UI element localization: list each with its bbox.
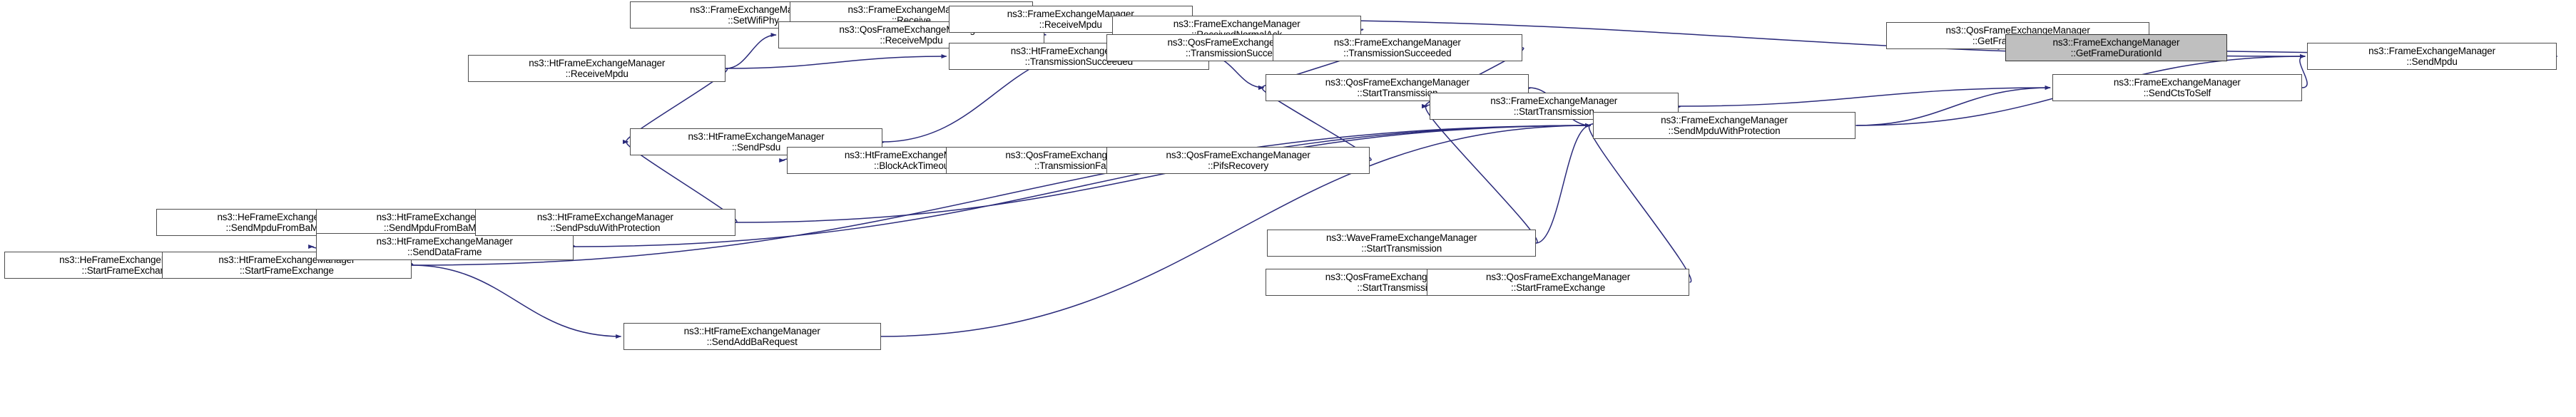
- node-class-label: ns3::HtFrameExchangeManager: [376, 235, 513, 247]
- graph-node-ht-frame-exchange-manager-send-data-frame[interactable]: ns3::HtFrameExchangeManager::SendDataFra…: [315, 233, 574, 260]
- graph-node-ht-frame-exchange-manager-send-add-ba-request[interactable]: ns3::HtFrameExchangeManager::SendAddBaRe…: [623, 323, 881, 350]
- graph-node-ht-frame-exchange-manager-send-psdu-with-protection[interactable]: ns3::HtFrameExchangeManager::SendPsduWit…: [474, 209, 735, 236]
- node-class-label: ns3::FrameExchangeManager: [690, 4, 818, 15]
- node-class-label: ns3::FrameExchangeManager: [1333, 36, 1461, 48]
- node-class-label: ns3::HtFrameExchangeManager: [683, 325, 820, 336]
- node-class-label: ns3::FrameExchangeManager: [1173, 18, 1300, 29]
- node-class-label: ns3::QosFrameExchangeManager: [1325, 76, 1470, 88]
- node-class-label: ns3::HtFrameExchangeManager: [529, 57, 666, 68]
- graph-edge: [1678, 86, 2051, 107]
- node-class-label: ns3::HtFrameExchangeManager: [536, 211, 673, 222]
- graph-node-frame-exchange-manager-send-cts-to-self[interactable]: ns3::FrameExchangeManager::SendCtsToSelf: [2052, 74, 2302, 101]
- graph-edge: [1585, 123, 1692, 283]
- node-method-label: ::SendMpduWithProtection: [1668, 125, 1781, 136]
- graph-node-wave-frame-exchange-manager-start-transmission[interactable]: ns3::WaveFrameExchangeManager::StartTran…: [1267, 230, 1536, 257]
- node-method-label: ::SendDataFrame: [407, 247, 482, 257]
- node-method-label: ::SendPsduWithProtection: [550, 222, 661, 233]
- node-method-label: ::StartFrameExchange: [1511, 282, 1606, 293]
- graph-edge: [1535, 123, 1592, 244]
- node-method-label: ::GetFrameDurationId: [2070, 48, 2162, 58]
- node-method-label: ::ReceiveMpdu: [880, 35, 943, 46]
- node-class-label: ns3::FrameExchangeManager: [1661, 114, 1788, 125]
- graph-edge: [411, 264, 622, 339]
- node-class-label: ns3::FrameExchangeManager: [2368, 45, 2495, 56]
- node-class-label: ns3::FrameExchangeManager: [1007, 8, 1134, 19]
- node-method-label: ::ReceiveMpdu: [565, 68, 628, 79]
- graph-node-qos-frame-exchange-manager-start-frame-exchange[interactable]: ns3::QosFrameExchangeManager::StartFrame…: [1426, 269, 1690, 296]
- node-class-label: ns3::QosFrameExchangeManager: [1166, 149, 1310, 160]
- node-method-label: ::SetWifiPhy: [728, 15, 779, 26]
- node-method-label: ::StartTransmission: [1361, 243, 1442, 254]
- node-class-label: ns3::WaveFrameExchangeManager: [1326, 232, 1477, 243]
- node-method-label: ::StartFrameExchange: [81, 265, 176, 276]
- graph-node-ht-frame-exchange-manager-receive-mpdu[interactable]: ns3::HtFrameExchangeManager::ReceiveMpdu: [468, 55, 726, 82]
- node-method-label: ::StartFrameExchange: [239, 265, 334, 276]
- graph-node-qos-frame-exchange-manager-pifs-recovery[interactable]: ns3::QosFrameExchangeManager::PifsRecove…: [1106, 147, 1370, 174]
- node-class-label: ns3::FrameExchangeManager: [2052, 36, 2180, 48]
- node-class-label: ns3::FrameExchangeManager: [1490, 95, 1618, 106]
- graph-edge: [1421, 104, 1538, 244]
- node-class-label: ns3::HtFrameExchangeManager: [688, 130, 825, 142]
- node-method-label: ::PifsRecovery: [1208, 160, 1269, 171]
- node-method-label: ::StartTransmission: [1357, 88, 1438, 98]
- node-class-label: ns3::FrameExchangeManager: [847, 4, 975, 15]
- node-method-label: ::TransmissionSucceeded: [1343, 48, 1452, 58]
- node-method-label: ::SendCtsToSelf: [2143, 88, 2211, 98]
- graph-node-frame-exchange-manager-get-frame-duration-id[interactable]: ns3::FrameExchangeManager::GetFrameDurat…: [2005, 34, 2227, 61]
- node-class-label: ns3::FrameExchangeManager: [2113, 76, 2241, 88]
- graph-edge: [726, 54, 947, 69]
- node-method-label: ::ReceiveMpdu: [1039, 19, 1102, 30]
- graph-node-frame-exchange-manager-send-mpdu[interactable]: ns3::FrameExchangeManager::SendMpdu: [2307, 43, 2557, 70]
- graph-edge: [1855, 86, 2051, 126]
- node-method-label: ::SendAddBaRequest: [706, 336, 798, 347]
- graph-node-frame-exchange-manager-send-mpdu-with-protection[interactable]: ns3::FrameExchangeManager::SendMpduWithP…: [1592, 112, 1856, 139]
- node-method-label: ::SendMpdu: [2406, 56, 2458, 67]
- graph-node-frame-exchange-manager-transmission-succeeded[interactable]: ns3::FrameExchangeManager::TransmissionS…: [1273, 34, 1522, 61]
- graph-edge: [726, 33, 777, 69]
- node-class-label: ns3::QosFrameExchangeManager: [1485, 271, 1631, 282]
